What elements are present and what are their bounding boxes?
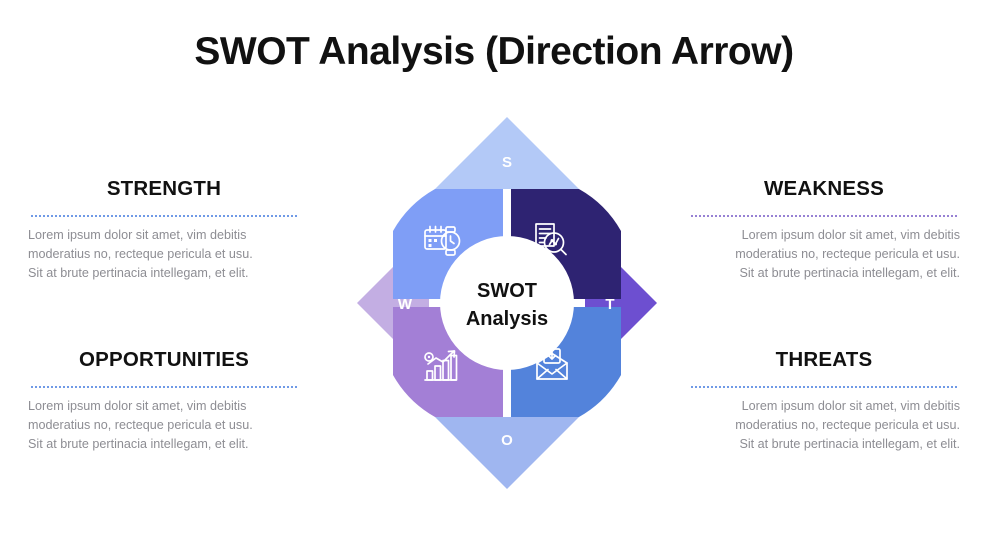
body-line-2: moderatius no, recteque pericula et usu.: [735, 246, 960, 261]
threats-heading: THREATS: [775, 348, 873, 371]
center-label-line1: SWOT: [477, 280, 537, 302]
body-line-3: Sit at brute pertinacia intellegam, et e…: [739, 436, 960, 451]
threats-body: Lorem ipsum dolor sit amet, vim debitis …: [688, 397, 960, 454]
strength-heading: STRENGTH: [106, 177, 222, 200]
strength-divider: [30, 214, 298, 217]
body-line-3: Sit at brute pertinacia intellegam, et e…: [28, 265, 249, 280]
weakness-heading: WEAKNESS: [763, 177, 885, 200]
swot-block-strength: STRENGTH Lorem ipsum dolor sit amet, vim…: [28, 177, 300, 283]
body-line-1: Lorem ipsum dolor sit amet, vim debitis: [741, 398, 960, 413]
letter-t: T: [605, 296, 614, 313]
calendar-clock-icon: [424, 225, 461, 256]
swot-block-threats: THREATS Lorem ipsum dolor sit amet, vim …: [688, 348, 960, 454]
open-envelope-icon: [536, 348, 568, 380]
letter-s: S: [502, 154, 512, 171]
growth-chart-icon: [424, 350, 458, 381]
swot-block-weakness: WEAKNESS Lorem ipsum dolor sit amet, vim…: [688, 177, 960, 283]
center-circle: [440, 236, 574, 370]
opportunities-divider: [30, 385, 298, 388]
weakness-divider: [690, 214, 958, 217]
page-title: SWOT Analysis (Direction Arrow): [194, 30, 794, 73]
opportunities-heading: OPPORTUNITIES: [78, 348, 250, 371]
body-line-2: moderatius no, recteque pericula et usu.: [28, 246, 253, 261]
body-line-2: moderatius no, recteque pericula et usu.: [735, 417, 960, 432]
body-line-2: moderatius no, recteque pericula et usu.: [28, 417, 253, 432]
body-line-1: Lorem ipsum dolor sit amet, vim debitis: [28, 227, 247, 242]
document-search-icon: [535, 223, 567, 256]
swot-diagram: S W O T SWOT Analysis: [347, 103, 667, 503]
opportunities-body: Lorem ipsum dolor sit amet, vim debitis …: [28, 397, 300, 454]
threats-divider: [690, 385, 958, 388]
arrow-tip-o: [435, 417, 579, 489]
swot-block-opportunities: OPPORTUNITIES Lorem ipsum dolor sit amet…: [28, 348, 300, 454]
body-line-1: Lorem ipsum dolor sit amet, vim debitis: [741, 227, 960, 242]
arrow-tip-s: [435, 117, 579, 189]
strength-body: Lorem ipsum dolor sit amet, vim debitis …: [28, 226, 300, 283]
letter-o: O: [501, 432, 513, 449]
letter-w: W: [398, 296, 413, 313]
weakness-body: Lorem ipsum dolor sit amet, vim debitis …: [688, 226, 960, 283]
body-line-1: Lorem ipsum dolor sit amet, vim debitis: [28, 398, 247, 413]
center-label-line2: Analysis: [466, 308, 548, 330]
body-line-3: Sit at brute pertinacia intellegam, et e…: [28, 436, 249, 451]
body-line-3: Sit at brute pertinacia intellegam, et e…: [739, 265, 960, 280]
